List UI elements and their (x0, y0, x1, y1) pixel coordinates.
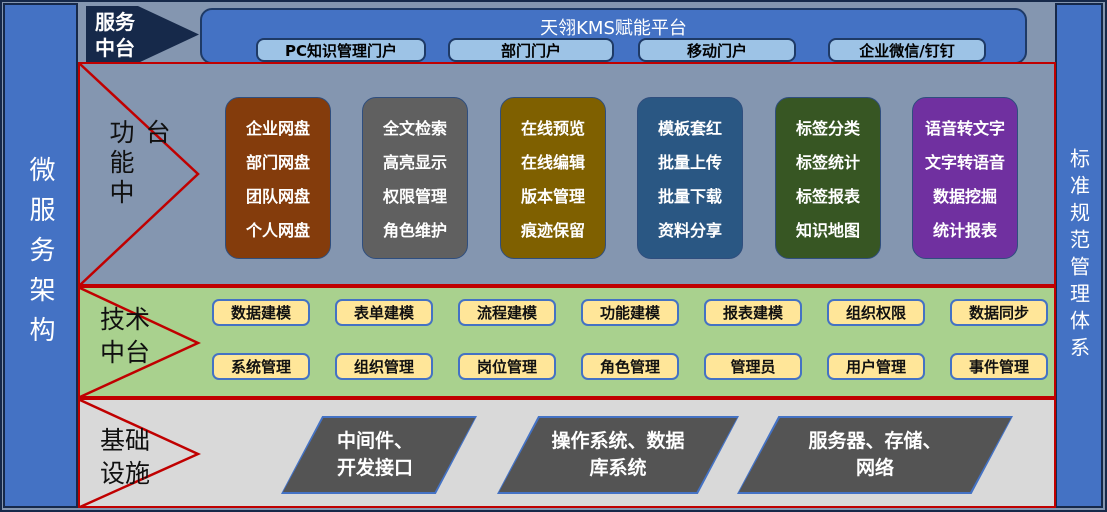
service-layer-arrow: 服务 中台 (86, 6, 199, 63)
function-item: 数据挖掘 (932, 187, 997, 206)
function-item: 批量下载 (657, 187, 722, 206)
infra-block-fill (739, 418, 1011, 492)
function-item: 语音转文字 (924, 119, 1005, 138)
tech-btn-flow-modeling: 流程建模 (458, 299, 556, 326)
tech-btn-report-modeling: 报表建模 (704, 299, 802, 326)
function-group-search: 全文检索 高亮显示 权限管理 角色维护 (362, 97, 468, 259)
function-item: 批量上传 (657, 153, 722, 172)
tech-btn-func-modeling: 功能建模 (581, 299, 679, 326)
function-item: 文字转语音 (924, 153, 1005, 172)
function-group-netdisk: 企业网盘 部门网盘 团队网盘 个人网盘 (225, 97, 331, 259)
function-item: 知识地图 (795, 221, 860, 240)
function-item: 全文检索 (382, 119, 447, 138)
right-sidebar-standards: 标准规范管理体系 (1055, 3, 1103, 508)
function-item: 模板套红 (657, 119, 722, 138)
infra-block-os-database: 操作系统、数据 库系统 (497, 416, 739, 494)
function-layer-chevron-outline (79, 63, 200, 286)
function-layer-label: 功能中台 (106, 119, 171, 209)
tech-btn-system-mgmt: 系统管理 (212, 353, 310, 380)
portal-wechat-dingtalk: 企业微信/钉钉 (828, 38, 986, 62)
function-item: 角色维护 (382, 221, 447, 240)
function-item: 版本管理 (520, 187, 585, 206)
function-group-tags: 标签分类 标签统计 标签报表 知识地图 (775, 97, 881, 259)
infra-layer-label: 基础 设施 (100, 426, 151, 488)
tech-btn-form-modeling: 表单建模 (335, 299, 433, 326)
tech-btn-role-mgmt: 角色管理 (581, 353, 679, 380)
function-item: 个人网盘 (245, 221, 310, 240)
function-item: 资料分享 (657, 221, 722, 240)
portal-department: 部门门户 (448, 38, 614, 62)
function-item: 部门网盘 (245, 153, 310, 172)
infra-layer-chevron-outline (79, 399, 201, 509)
tech-btn-org-permission: 组织权限 (827, 299, 925, 326)
function-item: 权限管理 (382, 187, 447, 206)
function-item: 在线编辑 (520, 153, 585, 172)
tech-btn-data-sync: 数据同步 (950, 299, 1048, 326)
function-item: 标签分类 (795, 119, 860, 138)
tech-layer-label: 技术 中台 (100, 305, 151, 367)
left-sidebar-microservice: 微服务架构 (3, 3, 78, 508)
function-item: 在线预览 (520, 119, 585, 138)
tech-btn-event-mgmt: 事件管理 (950, 353, 1048, 380)
tech-btn-org-mgmt: 组织管理 (335, 353, 433, 380)
portal-pc-knowledge: PC知识管理门户 (256, 38, 426, 62)
function-item: 标签统计 (795, 153, 860, 172)
function-group-batch: 模板套红 批量上传 批量下载 资料分享 (637, 97, 743, 259)
function-item: 高亮显示 (382, 153, 447, 172)
function-item: 企业网盘 (245, 119, 310, 138)
right-sidebar-label: 标准规范管理体系 (1066, 147, 1091, 364)
function-item: 团队网盘 (245, 187, 310, 206)
tech-btn-administrator: 管理员 (704, 353, 802, 380)
portal-mobile: 移动门户 (638, 38, 796, 62)
tech-btn-data-modeling: 数据建模 (212, 299, 310, 326)
infra-block-fill (499, 418, 737, 492)
kms-platform-banner: 天翎KMS赋能平台 PC知识管理门户 部门门户 移动门户 企业微信/钉钉 (200, 8, 1027, 64)
left-sidebar-label: 微服务架构 (25, 155, 55, 356)
service-layer-label: 服务 中台 (95, 9, 135, 60)
banner-title: 天翎KMS赋能平台 (540, 18, 687, 39)
function-item: 标签报表 (795, 187, 860, 206)
function-group-ai: 语音转文字 文字转语音 数据挖掘 统计报表 (912, 97, 1018, 259)
infra-block-server-storage-network: 服务器、存储、 网络 (737, 416, 1013, 494)
function-item: 统计报表 (932, 221, 997, 240)
function-item: 痕迹保留 (520, 221, 585, 240)
tech-layer-chevron-outline (79, 287, 201, 399)
function-group-online-edit: 在线预览 在线编辑 版本管理 痕迹保留 (500, 97, 606, 259)
tech-btn-post-mgmt: 岗位管理 (458, 353, 556, 380)
infra-block-middleware: 中间件、 开发接口 (281, 416, 477, 494)
tech-btn-user-mgmt: 用户管理 (827, 353, 925, 380)
